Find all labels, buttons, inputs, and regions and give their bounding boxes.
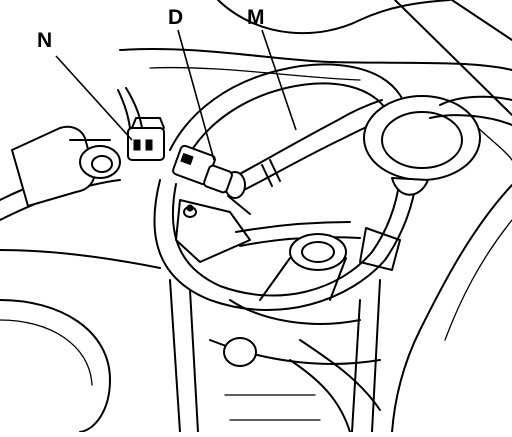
leader-line-n — [55, 55, 133, 141]
left-hose — [0, 125, 121, 221]
callout-label-d: D — [168, 6, 184, 29]
connector-d — [172, 144, 251, 215]
leader-lines — [55, 29, 297, 161]
connector-n — [117, 87, 165, 161]
leader-line-d — [177, 29, 215, 161]
callout-label-n: N — [37, 29, 53, 52]
hose-m — [224, 99, 385, 199]
ring-grommet — [363, 95, 512, 196]
callout-label-m: M — [247, 6, 265, 29]
leader-line-m — [261, 29, 297, 131]
bracket-with-bolt — [175, 199, 361, 263]
lower-frame — [169, 279, 381, 433]
lower-left-panel — [0, 249, 161, 433]
lower-canister — [259, 227, 401, 301]
